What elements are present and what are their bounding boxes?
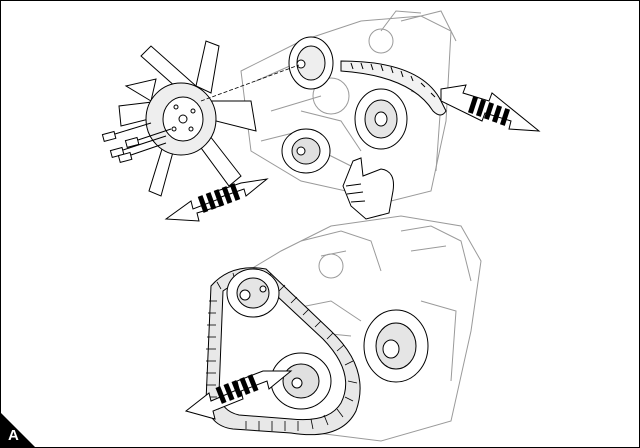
panel-label-tag: A (1, 409, 39, 447)
panel-label: A (8, 427, 19, 444)
cooling-fan-icon (118, 40, 257, 197)
double-arrow-icon (164, 178, 269, 222)
hand-pointing-icon (342, 157, 394, 220)
fan-bolt-icon (101, 122, 172, 164)
pulley-icon (363, 309, 429, 383)
top-alternator-pulley (354, 88, 408, 150)
pulley-icon (226, 268, 280, 318)
pulley-icon (270, 352, 332, 410)
top-crank-pulley (281, 128, 331, 174)
top-timing-belt (340, 60, 447, 116)
top-water-pump-pulley (288, 36, 334, 90)
panel-label-triangle (1, 413, 35, 447)
fan-alignment-line (200, 64, 300, 102)
double-arrow-icon (184, 370, 293, 420)
double-arrow-icon (440, 84, 541, 132)
